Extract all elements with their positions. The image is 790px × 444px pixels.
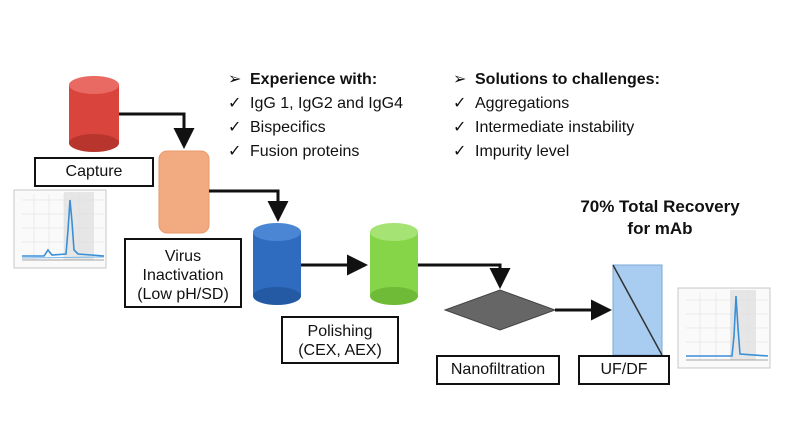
solutions-heading: ➢ Solutions to challenges: bbox=[453, 68, 660, 92]
checkmark-icon: ✓ bbox=[228, 119, 242, 136]
experience-item-text: Fusion proteins bbox=[250, 143, 360, 160]
recovery-line2: for mAb bbox=[627, 219, 693, 238]
arrow-bullet-icon: ➢ bbox=[228, 71, 242, 88]
arrow-capture-to-virus bbox=[119, 112, 195, 149]
experience-heading-text: Experience with: bbox=[250, 71, 378, 88]
experience-list: ➢Experience with: ✓IgG 1, IgG2 and IgG4 … bbox=[228, 68, 403, 164]
recovery-line1: 70% Total Recovery bbox=[580, 197, 740, 216]
list-item: ✓ Bispecifics bbox=[228, 116, 403, 140]
arrow-green-to-nanofiltration bbox=[418, 263, 511, 289]
list-item: ✓ Aggregations bbox=[453, 92, 660, 116]
nanofiltration-diamond bbox=[443, 289, 557, 331]
chromatogram-left bbox=[13, 189, 107, 269]
capture-cylinder bbox=[69, 76, 119, 152]
arrow-bullet-icon: ➢ bbox=[453, 71, 467, 88]
experience-item-text: IgG 1, IgG2 and IgG4 bbox=[250, 95, 403, 112]
checkmark-icon: ✓ bbox=[453, 95, 467, 112]
list-item: ✓ Impurity level bbox=[453, 140, 660, 164]
solutions-item-text: Impurity level bbox=[475, 143, 570, 160]
polishing-label: Polishing (CEX, AEX) bbox=[281, 316, 399, 364]
nanofiltration-label: Nanofiltration bbox=[436, 355, 560, 385]
chromatogram-right bbox=[677, 287, 771, 369]
virus-label-line2: Inactivation bbox=[142, 267, 224, 284]
checkmark-icon: ✓ bbox=[453, 119, 467, 136]
checkmark-icon: ✓ bbox=[453, 143, 467, 160]
recovery-callout: 70% Total Recovery for mAb bbox=[560, 196, 760, 240]
list-item: ✓ Intermediate instability bbox=[453, 116, 660, 140]
capture-label: Capture bbox=[34, 157, 154, 187]
virus-label-line3: (Low pH/SD) bbox=[137, 286, 229, 303]
list-item: ✓ IgG 1, IgG2 and IgG4 bbox=[228, 92, 403, 116]
arrow-virus-to-polishing bbox=[209, 189, 289, 222]
polishing-label-line1: Polishing bbox=[307, 323, 373, 340]
checkmark-icon: ✓ bbox=[228, 143, 242, 160]
experience-item-text: Bispecifics bbox=[250, 119, 326, 136]
virus-inactivation-label: Virus Inactivation (Low pH/SD) bbox=[124, 238, 242, 308]
polishing-cylinder-green bbox=[370, 223, 418, 305]
virus-inactivation-vessel bbox=[158, 150, 210, 234]
polishing-cylinder-blue bbox=[253, 223, 301, 305]
polishing-label-line2: (CEX, AEX) bbox=[298, 342, 382, 359]
list-item: ✓ Fusion proteins bbox=[228, 140, 403, 164]
ufdf-label-text: UF/DF bbox=[600, 361, 648, 378]
solutions-heading-text: Solutions to challenges: bbox=[475, 71, 660, 88]
capture-label-text: Capture bbox=[65, 163, 123, 180]
nanofiltration-label-text: Nanofiltration bbox=[450, 361, 546, 378]
virus-label-line1: Virus bbox=[164, 248, 202, 265]
ufdf-label: UF/DF bbox=[578, 355, 670, 385]
solutions-item-text: Aggregations bbox=[475, 95, 570, 112]
solutions-item-text: Intermediate instability bbox=[475, 119, 635, 136]
checkmark-icon: ✓ bbox=[228, 95, 242, 112]
experience-heading: ➢ Experience with: bbox=[228, 68, 403, 92]
ufdf-cassette bbox=[612, 264, 663, 356]
solutions-list: ➢Solutions to challenges: ✓Aggregations … bbox=[453, 68, 660, 164]
